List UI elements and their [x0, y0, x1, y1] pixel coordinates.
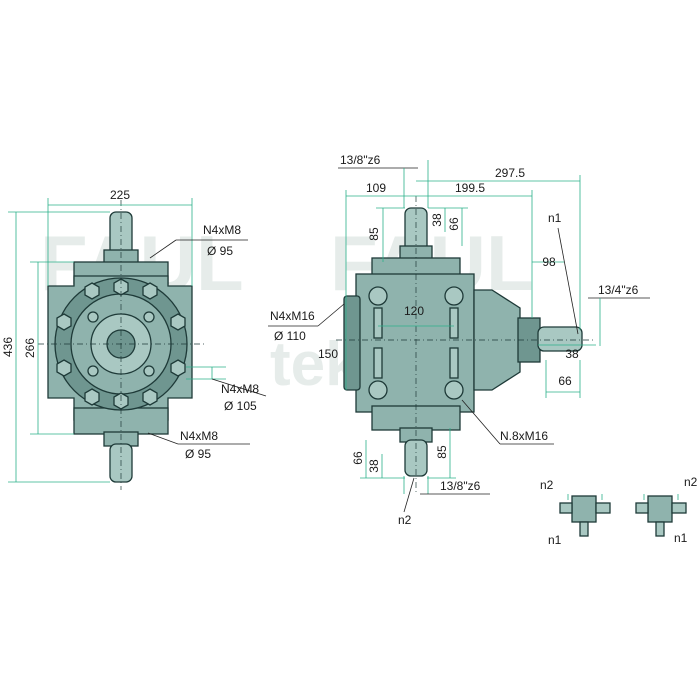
slot-bolt	[143, 311, 155, 323]
rot2-n2: n2	[684, 475, 698, 489]
mount-bolt	[444, 286, 464, 306]
leader-side-flange	[317, 303, 345, 327]
dim-225-label: 225	[110, 188, 130, 202]
hex-bolt	[170, 313, 186, 331]
dim-38-top-label: 38	[430, 213, 444, 227]
rotation-diagram-2: n2 n1	[635, 475, 698, 545]
dim-66-side-label: 66	[558, 374, 572, 388]
top-flange-thread: N4xM8	[203, 223, 241, 237]
leader-n2	[403, 477, 415, 513]
mount-bolt	[444, 380, 464, 400]
top-shaft-spec: 13/8"z6	[340, 153, 381, 167]
leader-n1	[557, 227, 579, 335]
dim-199-5-label: 199.5	[455, 181, 485, 195]
slot	[449, 307, 459, 339]
mini-shaft-bottom	[655, 521, 665, 537]
slot-bolt	[143, 365, 155, 377]
dim-436-label: 436	[1, 337, 15, 357]
hex-bolt	[56, 313, 72, 331]
bottom-flange-diameter: Ø 95	[185, 447, 211, 461]
mini-shaft-bottom	[579, 521, 589, 537]
hex-bolt	[56, 359, 72, 377]
top-flange-diameter: Ø 95	[207, 244, 233, 258]
mount-bolt	[368, 286, 388, 306]
dim-38-side-label: 38	[565, 347, 579, 361]
leader-bottom-flange	[147, 432, 179, 445]
hex-bolt	[142, 282, 158, 300]
mini-shaft-left	[635, 502, 649, 514]
hex-bolt	[142, 388, 158, 406]
slot-bolt	[87, 311, 99, 323]
dim-150-label: 150	[318, 347, 338, 361]
n1-label: n1	[548, 211, 562, 225]
leader-top-flange	[149, 239, 177, 259]
slot	[373, 347, 383, 379]
dim-109-label: 109	[366, 181, 386, 195]
side-flange-diameter: Ø 110	[274, 329, 306, 343]
left-view: 225 436 266 N4xM8 Ø 95 N4xM8 Ø 105 N4xM8…	[1, 188, 267, 490]
mount-bolt	[368, 380, 388, 400]
mid-flange-diameter: Ø 105	[224, 399, 257, 413]
slot-bolt	[87, 365, 99, 377]
mid-flange-thread: N4xM8	[221, 382, 259, 396]
dim-266-label: 266	[23, 338, 37, 358]
dim-66-top-label: 66	[447, 217, 461, 231]
dim-98-label: 98	[542, 255, 556, 269]
mini-shaft-right	[671, 502, 687, 514]
mini-housing	[571, 495, 597, 523]
n2-label: n2	[398, 513, 412, 527]
dim-85-top-label: 85	[367, 227, 381, 241]
leader-mid-flange	[211, 378, 267, 397]
dim-38-bottom-label: 38	[367, 459, 381, 473]
rotation-diagram-1: n2 n1	[540, 478, 611, 547]
hex-bolt	[170, 359, 186, 377]
hex-bolt	[84, 282, 100, 300]
dim-120-label: 120	[404, 304, 424, 318]
side-shaft-spec: 13/4"z6	[598, 283, 639, 297]
bottom-holes-label: N.8xM16	[500, 429, 548, 443]
slot	[449, 347, 459, 379]
rot1-n2: n2	[540, 478, 554, 492]
right-view: 13/8"z6 297.5 109 199.5 85 38 66 98 n1 1…	[268, 153, 650, 527]
slot	[373, 307, 383, 339]
leader-bottom-holes	[461, 399, 501, 445]
left-slot-bolts	[87, 311, 155, 377]
right-mounting-bolts	[368, 286, 464, 400]
bottom-flange-thread: N4xM8	[180, 429, 218, 443]
right-side-flange-left	[343, 295, 361, 391]
rot2-n1: n1	[674, 531, 688, 545]
hex-bolt	[84, 388, 100, 406]
dim-297-5-label: 297.5	[495, 166, 525, 180]
mini-shaft-left	[559, 502, 573, 514]
side-flange-thread: N4xM16	[270, 309, 315, 323]
bottom-shaft-spec: 13/8"z6	[440, 479, 481, 493]
dim-66-bottom-label: 66	[351, 451, 365, 465]
dim-85-bottom-label: 85	[435, 445, 449, 459]
rot1-n1: n1	[548, 533, 562, 547]
mini-housing	[647, 495, 673, 523]
mini-shaft-right	[595, 502, 611, 514]
